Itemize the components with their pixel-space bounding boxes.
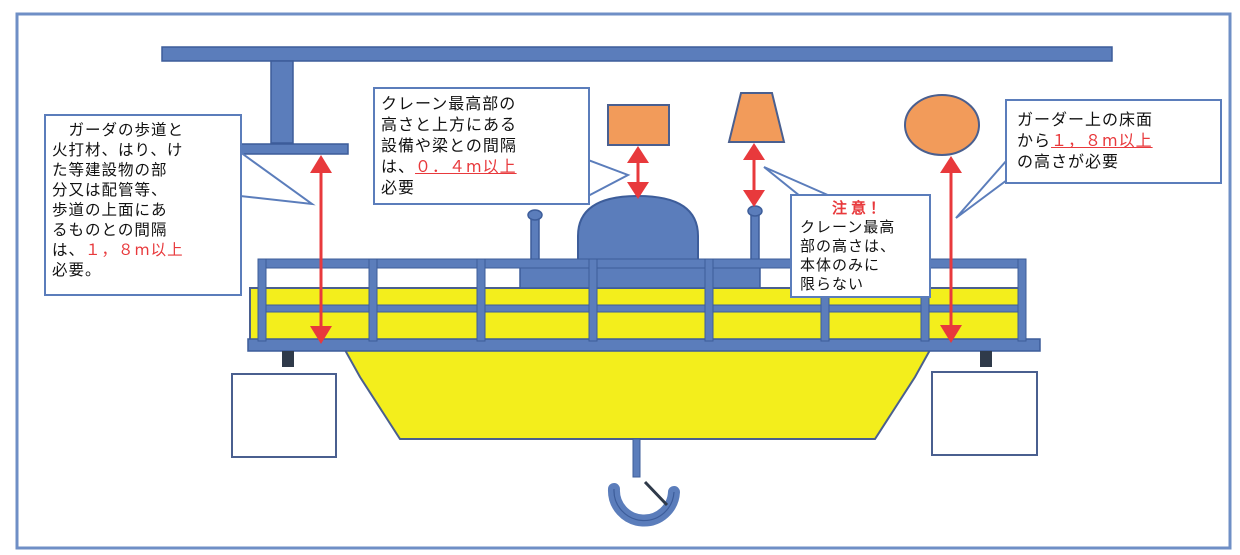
callout-left-line-1: ガーダの歩道と <box>52 121 185 139</box>
trolley-post-right <box>750 213 760 263</box>
wheel-left <box>282 351 294 367</box>
hook-outline <box>613 488 675 522</box>
callout-overhead-clearance: クレーン最高部の 高さと上方にある 設備や梁との間隔 は、０．４m以上 必要 <box>373 87 590 205</box>
callout-top-line-5: 必要 <box>381 178 416 197</box>
callout-left-highlight: １，８m以上 <box>85 241 184 259</box>
girder-bottom-rail <box>247 338 1041 352</box>
hook-latch <box>643 480 669 507</box>
callout-walkway-clearance: ガーダの歩道と 火打材、はり、け た等建設物の部 分又は配管等、 歩道の上面にあ… <box>44 114 242 296</box>
callout-top-highlight: ０．４m以上 <box>415 157 517 176</box>
hoist-body <box>343 349 932 440</box>
callout-right-line-2: から１，８m以上 <box>1017 130 1210 151</box>
callout-left-line-5: 歩道の上面にあ <box>52 201 168 219</box>
callout-top-line-1: クレーン最高部の <box>381 94 517 113</box>
trolley-post-cap-left <box>527 209 543 221</box>
callout-note-line-2: 部の高さは、 <box>800 237 897 255</box>
callout-right-pointer <box>955 157 1008 219</box>
callout-caution-note: 注意！ クレーン最高 部の高さは、 本体のみに 限らない <box>790 194 931 298</box>
wheel-right <box>980 351 992 367</box>
callout-note-line-1: クレーン最高 <box>800 218 896 236</box>
callout-top-pointer <box>587 158 631 198</box>
caution-title: 注意！ <box>831 199 889 217</box>
hook-shaft <box>632 438 641 478</box>
diagram-frame <box>15 12 1232 550</box>
callout-right-highlight: １，８m以上 <box>1051 131 1153 150</box>
callout-note-line-4: 限らない <box>800 275 865 293</box>
cross-bracket <box>235 143 349 155</box>
callout-floor-height: ガーダー上の床面 から１，８m以上 の高さが必要 <box>1005 99 1222 184</box>
callout-left-line-8: 必要。 <box>52 261 102 279</box>
overhead-beam <box>161 46 1113 62</box>
support-column <box>270 60 294 144</box>
callout-right-prefix: から <box>1017 131 1052 150</box>
callout-note-pointer <box>763 166 831 197</box>
callout-top-line-3: 設備や梁との間隔 <box>381 136 517 155</box>
round-fixture-icon <box>904 94 980 156</box>
callout-top-prefix: は、 <box>381 157 416 176</box>
callout-left-line-2: 火打材、はり、け <box>52 141 184 159</box>
lamp-shade-icon <box>727 92 786 143</box>
callout-left-pointer <box>239 150 316 206</box>
callout-top-line-4: は、０．４m以上 <box>381 156 582 177</box>
walkway-railing <box>257 258 1027 342</box>
callout-left-line-7: は、１，８m以上 <box>52 240 234 260</box>
end-truck-right <box>931 371 1038 456</box>
callout-left-line-3: た等建設物の部 <box>52 161 168 179</box>
callout-left-line-4: 分又は配管等、 <box>52 181 168 199</box>
callout-left-prefix: は、 <box>52 241 86 259</box>
callout-top-line-2: 高さと上方にある <box>381 115 518 134</box>
callout-right-line-3: の高さが必要 <box>1017 152 1120 171</box>
box-fixture-icon <box>607 104 670 146</box>
trolley-post-left <box>530 217 540 263</box>
trolley-post-cap-right <box>747 205 763 217</box>
clearance-arrows <box>310 143 962 344</box>
callout-note-line-3: 本体のみに <box>800 256 881 274</box>
callout-right-line-1: ガーダー上の床面 <box>1017 110 1154 129</box>
callout-left-line-6: るものとの間隔 <box>52 221 168 239</box>
trolley-dome <box>577 194 699 263</box>
end-truck-left <box>231 373 337 458</box>
